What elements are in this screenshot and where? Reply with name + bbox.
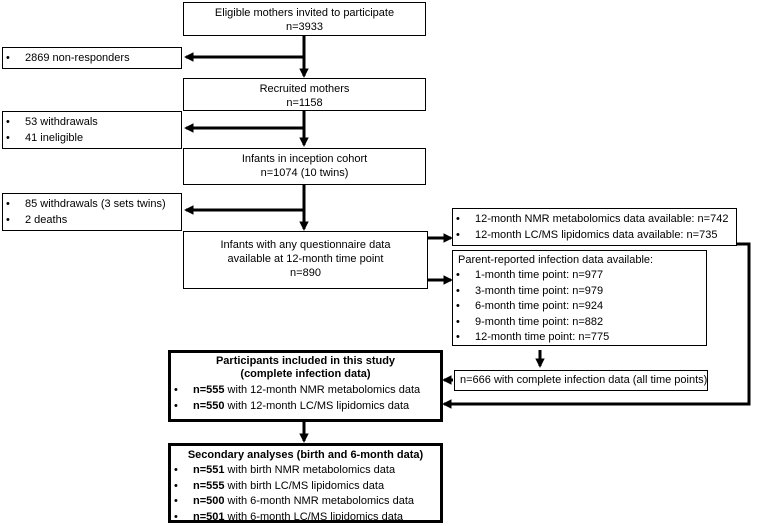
metabolomics-item: 12-month NMR metabolomics data available… [453, 212, 736, 228]
metabolomics-availability-box: 12-month NMR metabolomics data available… [452, 208, 737, 246]
exclusion-item: 2 deaths [3, 213, 181, 229]
withdrawals-deaths-box: 85 withdrawals (3 sets twins) 2 deaths [2, 193, 182, 231]
recruited-mothers-count: n=1158 [286, 97, 323, 109]
infection-time-point-item: 3-month time point: n=979 [453, 284, 706, 300]
study-participants-subtitle: (complete infection data) [240, 368, 371, 380]
arrow-metabolomics-to-study [442, 242, 751, 409]
infection-data-box: Parent-reported infection data available… [452, 250, 707, 346]
infection-time-point-item: 6-month time point: n=924 [453, 299, 706, 315]
metabolomics-item: 12-month LC/MS lipidomics data available… [453, 228, 736, 244]
eligible-mothers-box: Eligible mothers invited to participate … [183, 2, 426, 36]
exclusion-item: 85 withdrawals (3 sets twins) [3, 197, 181, 213]
secondary-item: n=500 with 6-month NMR metabolomics data [171, 494, 440, 510]
secondary-item: n=501 with 6-month LC/MS lipidomics data [171, 510, 440, 526]
complete-infection-box: n=666 with complete infection data (all … [454, 370, 708, 391]
withdrawals-ineligible-box: 53 withdrawals 41 ineligible [2, 111, 182, 149]
questionnaire-data-label-2: available at 12-month time point [227, 253, 384, 265]
questionnaire-data-label-1: Infants with any questionnaire data [220, 239, 391, 251]
study-item: n=550 with 12-month LC/MS lipidomics dat… [171, 399, 440, 415]
complete-infection-label: n=666 with complete infection data (all … [460, 374, 708, 386]
secondary-analyses-title: Secondary analyses (birth and 6-month da… [187, 449, 424, 461]
inception-cohort-count: n=1074 (10 twins) [260, 167, 349, 179]
infection-time-point-item: 1-month time point: n=977 [453, 268, 706, 284]
exclusion-item: 53 withdrawals [3, 115, 181, 131]
infection-data-header: Parent-reported infection data available… [458, 254, 654, 266]
eligible-mothers-label: Eligible mothers invited to participate [214, 7, 395, 19]
infection-time-point-item: 9-month time point: n=882 [453, 315, 706, 331]
inception-cohort-label: Infants in inception cohort [241, 153, 368, 165]
eligible-mothers-count: n=3933 [285, 21, 323, 33]
recruited-mothers-label: Recruited mothers [259, 83, 350, 95]
questionnaire-data-box: Infants with any questionnaire data avai… [183, 231, 428, 289]
inception-cohort-box: Infants in inception cohort n=1074 (10 t… [183, 148, 426, 185]
exclusion-item: 41 ineligible [3, 131, 181, 147]
secondary-analyses-box: Secondary analyses (birth and 6-month da… [168, 443, 443, 526]
infection-time-point-item: 12-month time point: n=775 [453, 330, 706, 346]
questionnaire-data-count: n=890 [290, 267, 321, 279]
non-responders-box: 2869 non-responders [2, 47, 182, 69]
study-item: n=555 with 12-month NMR metabolomics dat… [171, 383, 440, 399]
study-participants-box: Participants included in this study (com… [168, 350, 443, 422]
recruited-mothers-box: Recruited mothers n=1158 [183, 78, 426, 111]
study-participants-title: Participants included in this study [215, 355, 396, 367]
secondary-item: n=551 with birth NMR metabolomics data [171, 463, 440, 479]
secondary-item: n=555 with birth LC/MS lipidomics data [171, 479, 440, 495]
exclusion-item: 2869 non-responders [3, 51, 181, 67]
